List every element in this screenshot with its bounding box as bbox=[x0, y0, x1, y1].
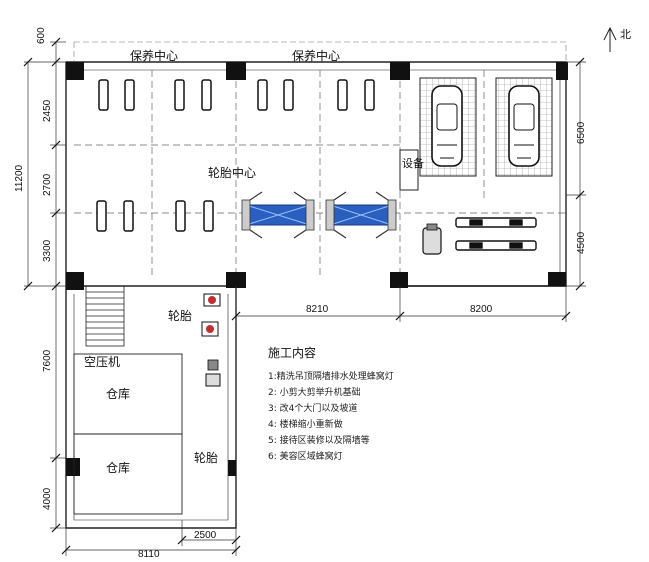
dim-mid-a: 8210 bbox=[306, 304, 329, 315]
column bbox=[548, 272, 566, 286]
column bbox=[66, 62, 84, 80]
equipment-room bbox=[399, 149, 419, 191]
label-maintenance-left: 保养中心 bbox=[130, 48, 178, 63]
dim-left-total: 11200 bbox=[14, 164, 25, 192]
dim-left-b: 2700 bbox=[42, 173, 53, 196]
dim-right-b: 4500 bbox=[576, 231, 587, 254]
column bbox=[390, 272, 408, 288]
dim-left-c: 3300 bbox=[42, 239, 53, 262]
envelope-dashed bbox=[73, 41, 567, 62]
note-item: 2: 小剪大剪举升机基础 bbox=[268, 386, 361, 398]
dim-left-a: 2450 bbox=[42, 99, 53, 122]
column bbox=[556, 62, 568, 80]
label-equipment-1: 设备 bbox=[402, 156, 424, 170]
column bbox=[228, 460, 236, 476]
north-label: 北 bbox=[620, 28, 631, 41]
wash-bay-2 bbox=[495, 77, 553, 177]
column bbox=[226, 62, 246, 80]
note-item: 1:精洗吊顶隔墙排水处理蜂窝灯 bbox=[268, 370, 394, 382]
dim-left-e: 4000 bbox=[42, 487, 53, 510]
balancer bbox=[205, 359, 221, 387]
label-compressor: 空压机 bbox=[84, 355, 120, 369]
tire-machine bbox=[422, 223, 442, 255]
dim-top-offset: 600 bbox=[36, 27, 47, 44]
tire-changer-2 bbox=[201, 321, 219, 337]
wash-bay-1 bbox=[419, 77, 477, 177]
note-item: 6: 美容区域蜂窝灯 bbox=[268, 450, 343, 462]
maintenance-pads bbox=[96, 79, 375, 232]
right-lift-pads bbox=[455, 217, 537, 251]
north-arrow bbox=[603, 26, 617, 52]
label-maintenance-right: 保养中心 bbox=[292, 48, 340, 63]
dim-left-d: 7600 bbox=[42, 349, 53, 372]
label-warehouse-lower: 仓库 bbox=[106, 460, 130, 475]
label-warehouse-upper: 仓库 bbox=[106, 386, 130, 401]
column bbox=[66, 272, 84, 290]
staircase bbox=[85, 285, 125, 347]
note-item: 4: 楼梯缩小重新做 bbox=[268, 418, 343, 430]
dim-right-a: 6500 bbox=[576, 121, 587, 144]
dim-bottom-b: 8110 bbox=[138, 549, 160, 560]
column bbox=[66, 458, 80, 476]
tire-changer-1 bbox=[203, 293, 221, 307]
label-tire-left: 轮胎 bbox=[168, 309, 192, 323]
note-item: 5: 接待区装修以及隔墙等 bbox=[268, 434, 370, 446]
dimension-ticks bbox=[23, 37, 585, 555]
notes-title: 施工内容 bbox=[268, 345, 316, 360]
label-tire-center: 轮胎中心 bbox=[208, 165, 256, 180]
warehouse-partitions bbox=[73, 353, 183, 515]
label-tire-lower: 轮胎 bbox=[194, 451, 218, 465]
column bbox=[390, 62, 410, 80]
scissor-lift-2 bbox=[325, 191, 397, 239]
note-item: 3: 改4个大门以及坡道 bbox=[268, 402, 357, 414]
scissor-lift-1 bbox=[241, 191, 315, 239]
column bbox=[226, 272, 246, 288]
dim-bottom-a: 2500 bbox=[194, 530, 217, 541]
dim-mid-b: 8200 bbox=[470, 304, 493, 315]
dimension-lines bbox=[24, 41, 586, 556]
structural-columns bbox=[66, 62, 568, 476]
